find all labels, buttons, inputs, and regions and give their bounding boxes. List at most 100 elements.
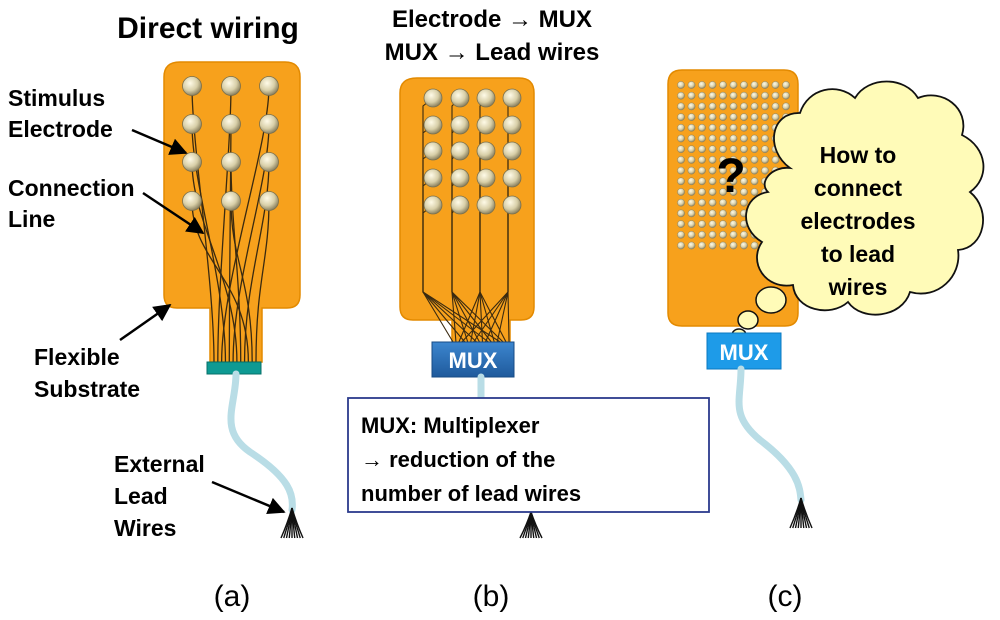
electrode: [450, 168, 470, 188]
flexible-substrate-a: [163, 61, 301, 363]
electrode: [750, 81, 759, 89]
label-flexible-substrate-line2: Substrate: [34, 376, 140, 402]
thought-bubble-large: [755, 286, 787, 314]
electrode: [708, 177, 717, 186]
electrode: [677, 113, 685, 121]
connection-trace: [191, 123, 227, 363]
electrode: [687, 230, 696, 239]
electrode: [719, 230, 727, 239]
electrode: [708, 134, 717, 143]
electrode: [698, 91, 706, 100]
label-connection-line-line1: Connection: [8, 175, 135, 201]
electrode: [708, 230, 717, 239]
cloud-text-line-4: to lead: [821, 241, 895, 267]
electrode: [708, 123, 717, 132]
electrode: [677, 198, 685, 207]
electrode: [687, 220, 696, 228]
electrode: [698, 123, 706, 132]
electrode: [450, 88, 470, 108]
mux-label-c: MUX: [720, 340, 769, 365]
electrode: [740, 188, 748, 196]
electrode: [782, 91, 790, 100]
mux-chip-b: [431, 341, 515, 378]
electrode: [677, 91, 685, 100]
electrode: [677, 81, 685, 89]
electrode: [687, 209, 696, 218]
electrode: [677, 145, 685, 154]
electrode: [761, 123, 769, 132]
electrode: [719, 102, 727, 111]
electrode: [708, 91, 717, 100]
electrode: [708, 241, 717, 250]
connection-trace: [191, 85, 215, 363]
cloud-text-line-2: connect: [814, 175, 903, 201]
electrode: [719, 166, 727, 175]
electrode: [182, 76, 202, 96]
thought-cloud: [745, 80, 985, 316]
label-connection-line-line2: Line: [8, 206, 55, 232]
electrode: [221, 152, 241, 172]
electrode: [750, 123, 759, 132]
electrode: [740, 166, 748, 175]
stimulus-electrodes-a: [182, 76, 279, 211]
lead-wire-strands-a: [280, 507, 304, 539]
electrode: [740, 91, 748, 100]
electrode: [698, 166, 706, 175]
electrode: [729, 156, 738, 164]
electrode: [423, 141, 443, 161]
electrode: [750, 145, 759, 154]
lead-wire-cable-a: [227, 370, 296, 514]
connection-trace: [228, 123, 232, 363]
caption-c: (c): [768, 580, 803, 613]
electrode: [729, 188, 738, 196]
electrode: [687, 134, 696, 143]
electrode: [771, 91, 780, 100]
electrode: [476, 115, 496, 135]
electrode: [259, 114, 279, 134]
electrode: [761, 145, 769, 154]
electrode: [698, 177, 706, 186]
electrode: [698, 81, 706, 89]
electrode: [259, 152, 279, 172]
electrode: [708, 156, 717, 164]
electrode: [687, 81, 696, 89]
electrode: [740, 156, 748, 164]
electrode: [502, 88, 522, 108]
electrode: [450, 195, 470, 215]
label-external-lead-wires-line1: External: [114, 451, 205, 477]
panel-b-title-line1: Electrode → MUX: [392, 6, 592, 33]
electrode: [708, 81, 717, 89]
electrode: [677, 230, 685, 239]
electrode: [502, 195, 522, 215]
panel-b: Electrode → MUX MUX → Lead wires MUX MUX…: [347, 6, 710, 613]
electrode: [502, 115, 522, 135]
caption-b: (b): [473, 580, 510, 613]
electrode: [750, 241, 759, 250]
electrode: [708, 145, 717, 154]
electrode: [221, 114, 241, 134]
electrode: [719, 188, 727, 196]
wire-strand: [530, 511, 543, 539]
electrode: [750, 134, 759, 143]
label-flexible-substrate-line1: Flexible: [34, 344, 120, 370]
electrode: [423, 115, 443, 135]
electrode: [677, 177, 685, 186]
electrode: [729, 123, 738, 132]
electrode: [771, 102, 780, 111]
note-line-1: MUX: Multiplexer: [361, 413, 540, 438]
electrode: [729, 91, 738, 100]
electrode: [771, 156, 780, 164]
electrode: [719, 198, 727, 207]
electrode: [259, 191, 279, 211]
electrode: [698, 241, 706, 250]
electrode: [740, 230, 748, 239]
electrode: [687, 198, 696, 207]
electrode: [719, 81, 727, 89]
electrode: [740, 241, 748, 250]
electrode: [677, 209, 685, 218]
electrode: [708, 166, 717, 175]
electrode: [502, 168, 522, 188]
electrode: [687, 91, 696, 100]
electrode: [677, 156, 685, 164]
